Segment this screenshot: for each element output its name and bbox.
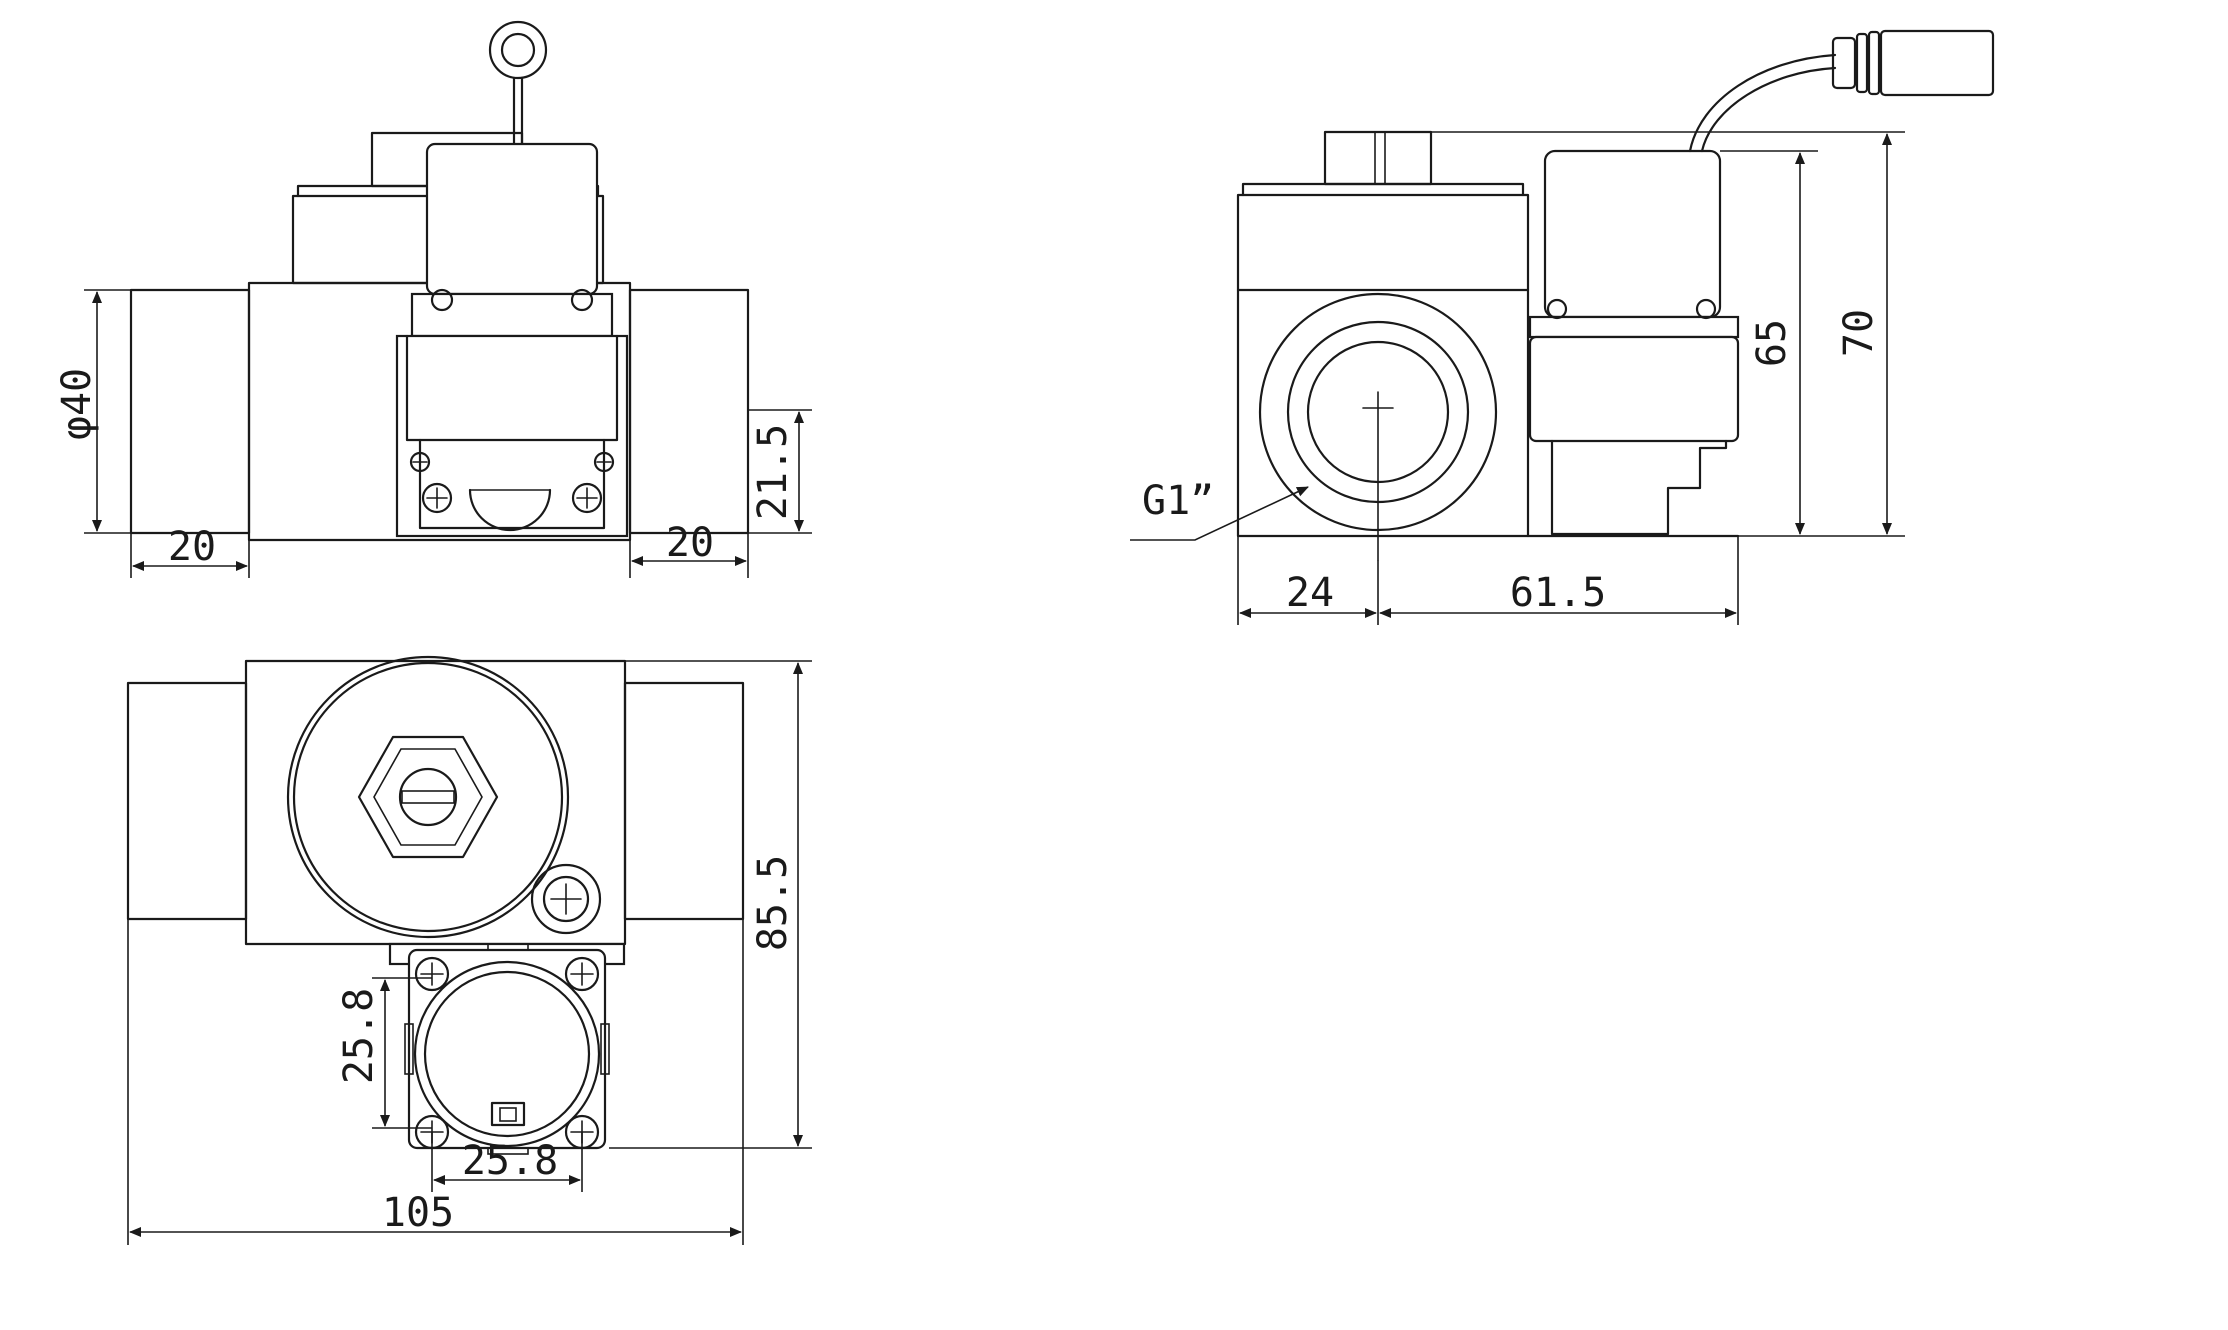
side-thread-label: G1”: [1142, 478, 1214, 524]
side-height-inner-dim: 65: [1749, 319, 1795, 367]
top-screw-horizontal-dim: 25.8: [462, 1138, 558, 1184]
top-left-pipe: [126, 681, 248, 921]
top-solenoid-coil: [413, 960, 601, 1148]
front-left-pipe: [129, 288, 251, 535]
front-left-pipe-dim: 20: [168, 524, 216, 570]
side-port-icon: [1258, 292, 1498, 561]
front-lower-housing: [395, 334, 629, 538]
side-coil-plate: [1528, 315, 1740, 339]
top-screw-vertical-dim: 25.8: [336, 988, 382, 1084]
side-left-dim: 24: [1286, 570, 1334, 616]
side-bonnet-cap: [1241, 182, 1525, 197]
connector-icon: [1831, 29, 1995, 97]
front-view: φ40 20 20 21.5: [54, 20, 812, 578]
front-coil-plate: [410, 292, 614, 338]
front-solenoid-coil: [425, 142, 599, 296]
side-lower-housing: [1528, 335, 1740, 443]
front-diameter-dim: φ40: [54, 368, 100, 440]
top-right-pipe: [623, 681, 745, 921]
side-cable: [1688, 53, 1837, 153]
front-pull-ring: [488, 20, 548, 80]
side-right-dim: 61.5: [1510, 570, 1606, 616]
top-bonnet: [286, 655, 570, 939]
side-height-outer-dim: 70: [1836, 309, 1882, 357]
top-side-screw-icon: [530, 863, 602, 935]
top-height-dim: 85.5: [750, 855, 796, 951]
front-screw-icon: [409, 451, 615, 514]
side-valve-body: [1236, 193, 1530, 538]
side-knob: [1323, 130, 1433, 186]
top-view: 85.5 25.8 25.8 105: [126, 655, 812, 1245]
top-width-dim: 105: [382, 1190, 454, 1236]
front-height-dim: 21.5: [750, 424, 796, 520]
front-right-pipe-dim: 20: [666, 520, 714, 566]
side-solenoid-coil: [1543, 149, 1722, 319]
front-right-pipe: [628, 288, 750, 535]
side-view: 65 70 G1” 24 61.5: [1130, 29, 1995, 625]
top-hex-nut: [357, 735, 499, 859]
